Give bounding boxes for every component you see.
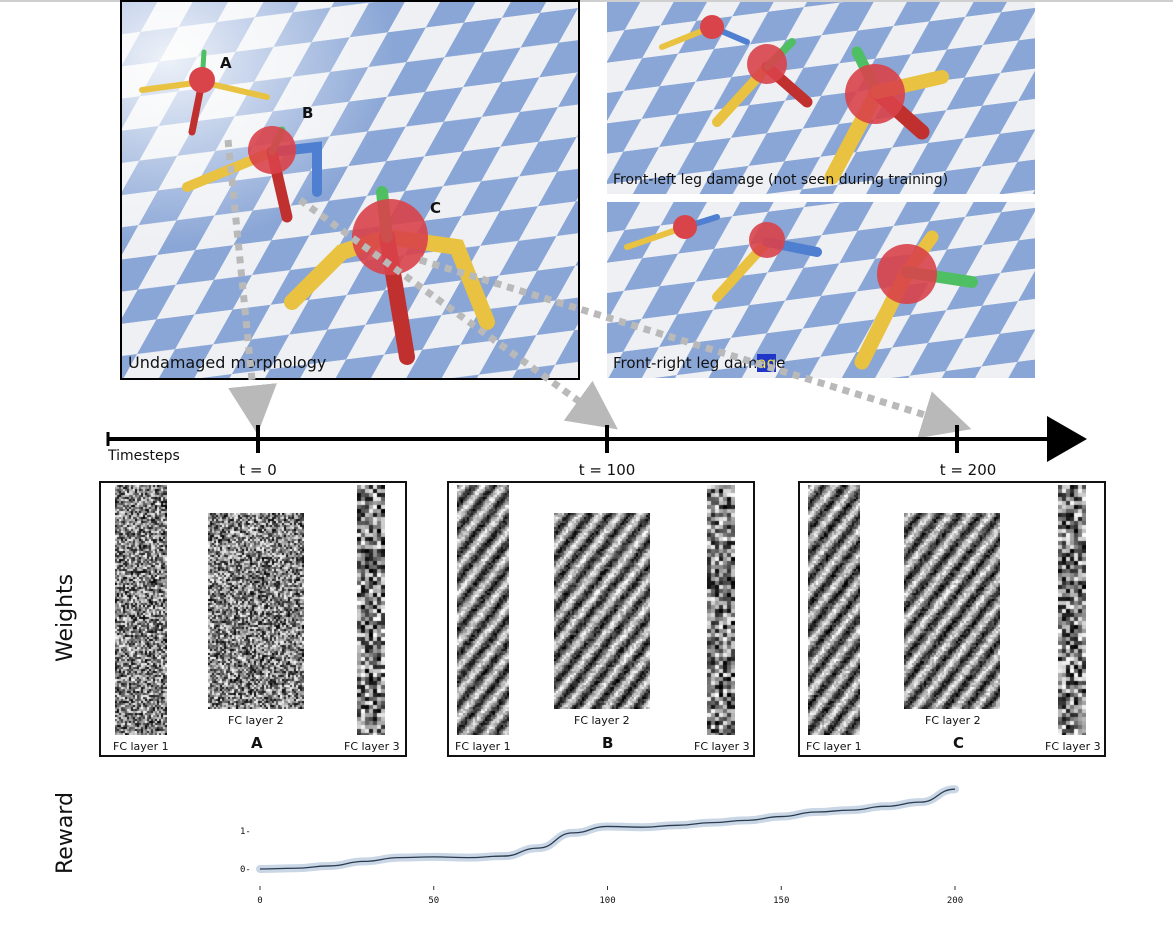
- weights-panel-b: FC layer 1 FC layer 2 FC layer 3 B: [447, 481, 755, 757]
- weight-map-layer2: [904, 513, 1000, 709]
- timeline-axis: [106, 416, 1087, 462]
- caption-text-end: e: [776, 354, 786, 372]
- x-tick-label: 0: [257, 896, 262, 906]
- tick-label-t100: t = 100: [578, 461, 636, 479]
- layer3-label: FC layer 3: [694, 740, 750, 753]
- arrow-robot-b-to-t100: [297, 197, 618, 430]
- timesteps-label: Timesteps: [108, 448, 180, 464]
- layer1-label: FC layer 1: [455, 740, 511, 753]
- weight-map-layer1: [115, 485, 167, 735]
- tick-label-t0: t = 0: [239, 461, 277, 479]
- weight-map-layer3: [1058, 485, 1086, 735]
- weight-map-layer3: [707, 485, 735, 735]
- reward-line: [259, 788, 956, 870]
- weight-map-layer1: [808, 485, 860, 735]
- checkerboard-floor: [122, 2, 578, 378]
- tick-label-t200: t = 200: [939, 461, 997, 479]
- robot-label-a: A: [220, 54, 232, 72]
- checkerboard-floor: [607, 202, 1035, 378]
- layer2-label: FC layer 2: [228, 714, 284, 727]
- window-top-border: [0, 0, 1173, 2]
- weights-panel-a: FC layer 1 FC layer 2 FC layer 3 A: [99, 481, 407, 757]
- layer3-label: FC layer 3: [1045, 740, 1101, 753]
- panel-letter-b: B: [602, 734, 614, 752]
- scene-undamaged: A B C Undamaged morphology: [120, 0, 580, 380]
- scene-front-right-damage: Front-right leg damage: [607, 202, 1035, 378]
- reward-chart: 0- 1- 0 50 100 150 200: [240, 785, 963, 906]
- robot-label-b: B: [302, 104, 314, 122]
- caption-undamaged: Undamaged morphology: [128, 353, 327, 372]
- robot-label-c: C: [430, 199, 442, 217]
- layer3-label: FC layer 3: [344, 740, 400, 753]
- checkerboard-floor: [607, 2, 1035, 194]
- caption-front-left-damage: Front-left leg damage (not seen during t…: [613, 172, 949, 188]
- weight-map-layer3: [357, 485, 385, 735]
- y-tick-label: 1-: [240, 827, 251, 837]
- weights-panel-c: FC layer 1 FC layer 2 FC layer 3 C: [798, 481, 1106, 757]
- scene-front-left-damage: Front-left leg damage (not seen during t…: [607, 2, 1035, 194]
- layer2-label: FC layer 2: [574, 714, 630, 727]
- y-tick-label: 0-: [240, 865, 251, 875]
- panel-letter-c: C: [953, 734, 965, 752]
- reward-confidence-band: [256, 785, 959, 873]
- robot-c: [284, 186, 495, 365]
- weight-map-layer2: [554, 513, 650, 709]
- connector-arrows: [224, 139, 972, 439]
- x-tick-label: 50: [428, 896, 439, 906]
- weights-row-label: Weights: [53, 573, 78, 662]
- weight-map-layer1: [457, 485, 509, 735]
- robot-group-damaged-right: [624, 214, 978, 370]
- weight-map-layer2: [208, 513, 304, 709]
- layer1-label: FC layer 1: [806, 740, 862, 753]
- layer2-label: FC layer 2: [925, 714, 981, 727]
- layer1-label: FC layer 1: [113, 740, 169, 753]
- robot-group-damaged-left: [659, 15, 949, 185]
- x-tick-label: 200: [947, 896, 963, 906]
- caption-text-start: Front-right leg dam: [613, 354, 758, 372]
- robot-a: [139, 49, 270, 136]
- x-tick-label: 100: [599, 896, 615, 906]
- panel-letter-a: A: [251, 734, 263, 752]
- x-tick-label: 150: [773, 896, 789, 906]
- arrow-robot-c-to-t200: [418, 256, 972, 439]
- arrow-robot-a-to-t0: [224, 139, 277, 435]
